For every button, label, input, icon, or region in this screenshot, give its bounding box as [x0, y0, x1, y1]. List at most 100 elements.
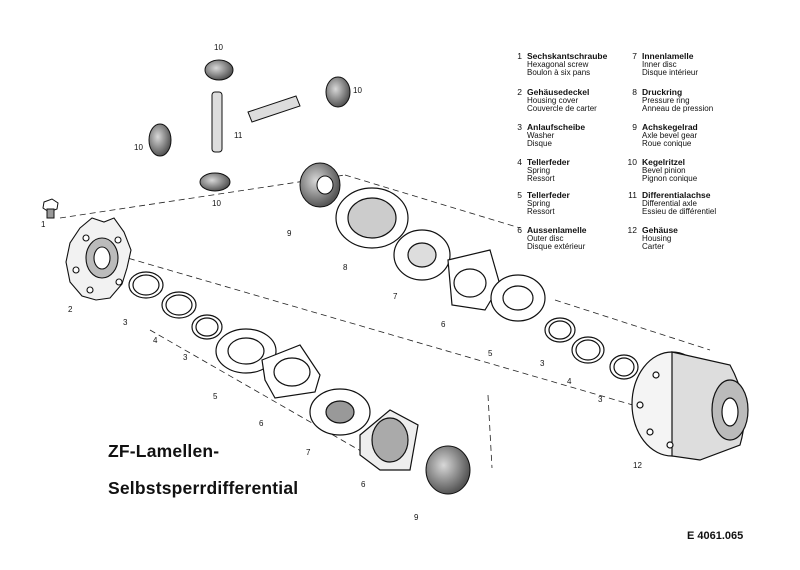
- legend-en: Axle bevel gear: [642, 130, 698, 140]
- part-housing: [631, 351, 749, 461]
- legend-number: 1: [517, 51, 522, 61]
- part-label-p4b: 4: [567, 377, 572, 386]
- legend-fr: Ressort: [527, 174, 555, 184]
- part-label-p4a: 4: [153, 336, 158, 345]
- legend-fr: Disque: [527, 139, 552, 149]
- title-line-1: ZF-Lamellen-: [108, 441, 220, 461]
- part-label-p3b: 3: [183, 353, 188, 362]
- part-label-p1: 1: [41, 220, 46, 229]
- part-label-p7b: 7: [393, 292, 398, 301]
- legend-number: 9: [632, 122, 637, 132]
- part-label-p10c: 10: [134, 143, 143, 152]
- part-label-p3c: 3: [540, 359, 545, 368]
- legend-fr: Disque intérieur: [642, 68, 699, 78]
- legend-de: Innenlamelle: [642, 51, 694, 61]
- legend-de: Tellerfeder: [527, 190, 570, 200]
- part-label-p10b: 10: [353, 86, 362, 95]
- legend-number: 2: [517, 87, 522, 97]
- legend-de: Gehäuse: [642, 225, 678, 235]
- legend-number: 11: [628, 190, 637, 200]
- legend-fr: Ressort: [527, 207, 555, 217]
- part-housing-cover: [65, 217, 132, 301]
- legend-fr: Couvercle de carter: [527, 104, 597, 114]
- legend-de: Aussenlamelle: [527, 225, 587, 235]
- legend-fr: Carter: [642, 242, 665, 252]
- legend-de: Tellerfeder: [527, 157, 570, 167]
- part-hexagonal-screw: [42, 198, 59, 219]
- part-label-p6c: 6: [361, 480, 366, 489]
- legend-de: Sechskantschraube: [527, 51, 608, 61]
- legend-en: Differential axle: [642, 198, 697, 208]
- part-label-p5a: 5: [213, 392, 218, 401]
- dashed-axis-lines: [59, 174, 711, 469]
- part-rings-right: [544, 317, 639, 380]
- legend-fr: Essieu de différentiel: [642, 207, 717, 217]
- legend-number: 6: [517, 225, 522, 235]
- legend-de: Anlaufscheibe: [527, 122, 586, 132]
- legend-de: Kegelritzel: [642, 157, 685, 167]
- part-label-p6a: 6: [259, 419, 264, 428]
- legend-fr: Boulon à six pans: [527, 68, 591, 78]
- legend-de: Differentialachse: [642, 190, 711, 200]
- part-label-p10d: 10: [212, 199, 221, 208]
- legend-fr: Roue conique: [642, 139, 692, 149]
- part-label-p7a: 7: [306, 448, 311, 457]
- legend-en: Hexagonal screw: [527, 59, 589, 69]
- legend-number: 8: [632, 87, 637, 97]
- legend-en: Outer disc: [527, 233, 564, 243]
- legend-en: Spring: [527, 198, 551, 208]
- part-label-p3a: 3: [123, 318, 128, 327]
- part-label-p12: 12: [633, 461, 642, 470]
- part-label-p9a: 9: [287, 229, 292, 238]
- part-rings-left: [128, 271, 371, 436]
- legend-number: 5: [517, 190, 522, 200]
- part-label-p8: 8: [343, 263, 348, 272]
- legend-number: 7: [632, 51, 637, 61]
- part-label-p9b: 9: [414, 513, 419, 522]
- legend-en: Washer: [527, 130, 555, 140]
- legend-number: 10: [627, 157, 637, 167]
- part-label-p6b: 6: [441, 320, 446, 329]
- part-pressure-ring-lower: [359, 409, 419, 471]
- part-differential-axle: [211, 91, 301, 153]
- legend-fr: Pignon conique: [642, 174, 698, 184]
- legend-number: 3: [517, 122, 522, 132]
- part-label-p11: 11: [234, 131, 243, 140]
- legend-number: 4: [517, 157, 522, 167]
- legend-de: Druckring: [642, 87, 683, 97]
- part-label-p3d: 3: [598, 395, 603, 404]
- legend-fr: Disque extérieur: [527, 242, 586, 252]
- legend-en: Inner disc: [642, 59, 677, 69]
- part-bevel-gears: [148, 59, 471, 495]
- legend-number: 12: [627, 225, 637, 235]
- legend-en: Spring: [527, 165, 551, 175]
- legend-en: Pressure ring: [642, 95, 690, 105]
- legend-en: Bevel pinion: [642, 165, 686, 175]
- title-line-2: Selbstsperrdifferential: [108, 478, 299, 498]
